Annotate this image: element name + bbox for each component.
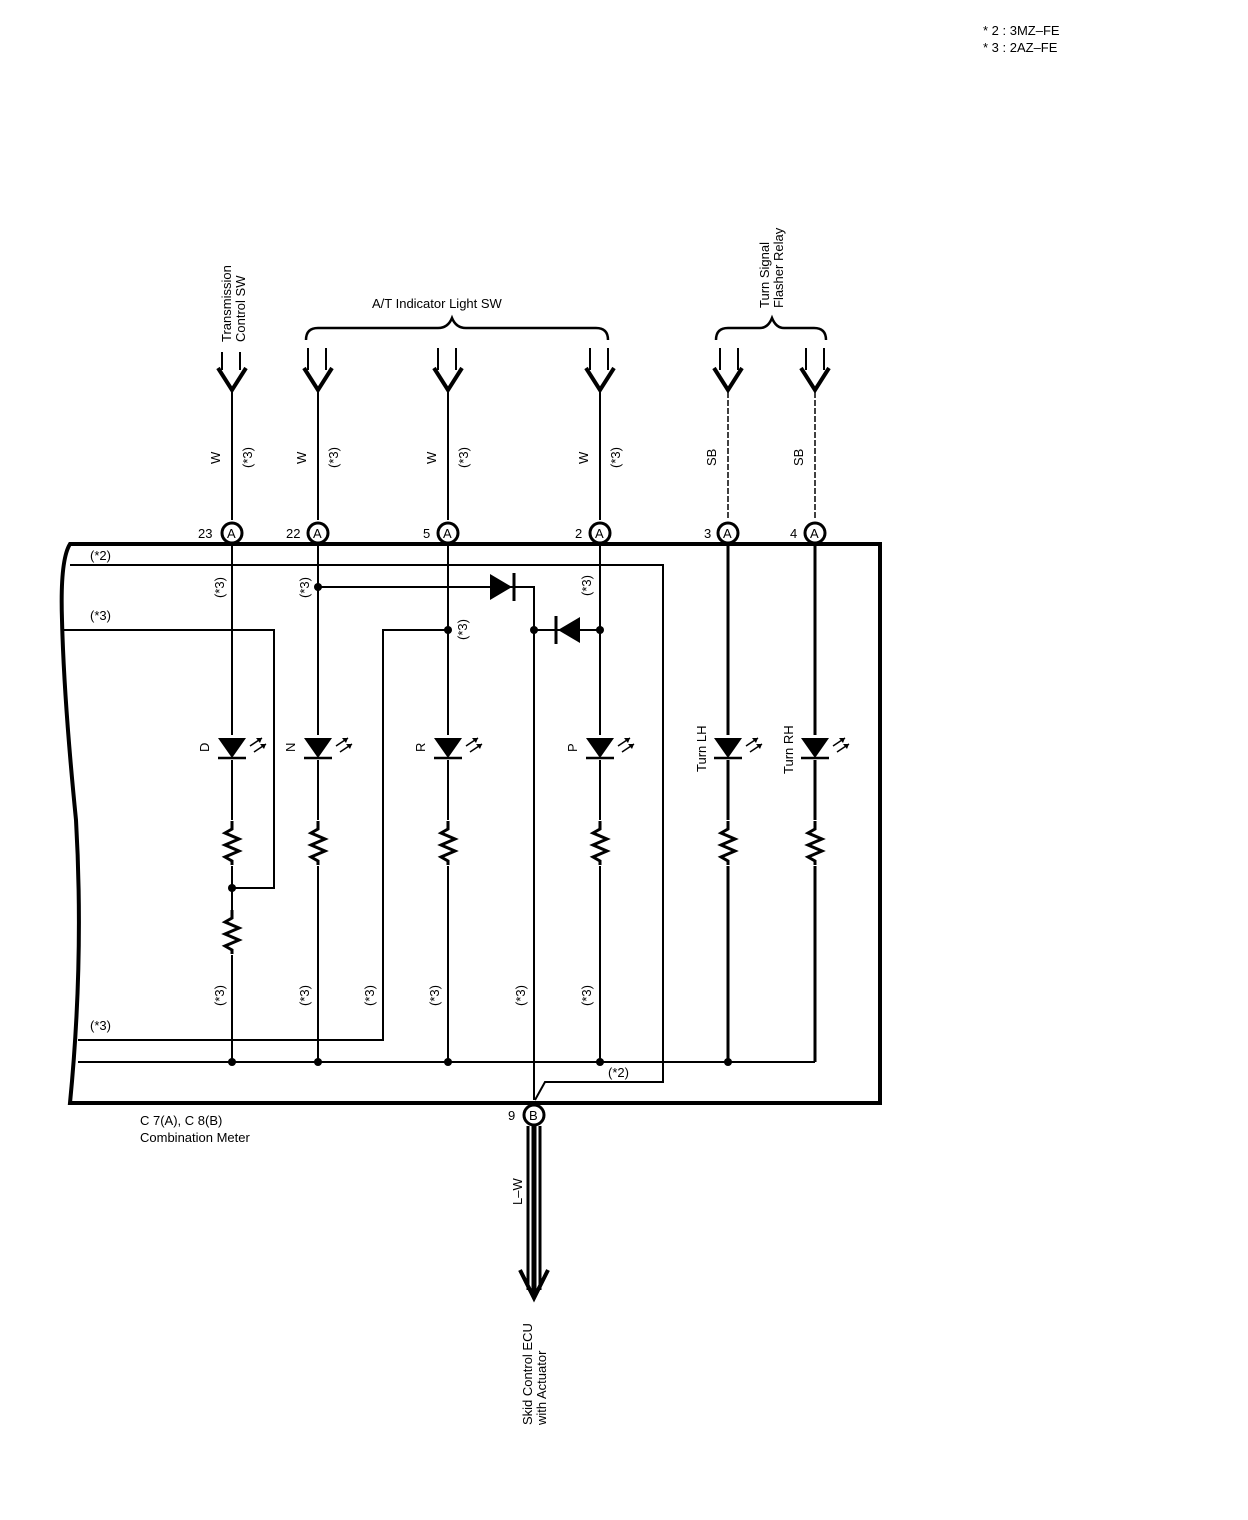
wire-color-3: SB [704,449,719,466]
lamp-label-turn-rh: Turn RH [781,725,796,774]
connector-pin-22: 22 A [286,521,330,545]
led-turn-rh [801,737,850,760]
variant-5: (*3) [456,447,471,468]
connector-pin-5: 5 A [423,521,460,545]
legend-note-3: * 3 : 2AZ–FE [983,40,1058,55]
transmission-sw-label-2: Control SW [233,275,248,342]
wire-color-22: W [294,451,309,464]
connector-pin-b9: 9 B [508,1103,546,1127]
diode-p-to-b [554,616,580,644]
wire-color-5: W [424,451,439,464]
svg-text:A: A [227,526,236,541]
svg-text:23: 23 [198,526,212,541]
svg-text:A: A [810,526,819,541]
arrow-turn-rh [799,348,831,392]
arrow-transmission [216,352,248,392]
variant-22: (*3) [326,447,341,468]
variant-p-bottom: (*3) [579,985,594,1006]
variant-bottom: (*2) [608,1065,629,1080]
variant-d-top: (*3) [212,577,227,598]
ecu-label-1: Skid Control ECU [520,1323,535,1425]
arrow-r [432,348,464,392]
variant-d-bottom: (*3) [212,985,227,1006]
svg-text:22: 22 [286,526,300,541]
lamp-label-d: D [197,743,212,752]
variant-n-bottom: (*3) [297,985,312,1006]
svg-text:A: A [723,526,732,541]
variant-n-top: (*3) [297,577,312,598]
svg-text:5: 5 [423,526,430,541]
wire-color-4: SB [791,449,806,466]
lamp-label-p: P [565,743,580,752]
led-n [304,737,353,760]
variant-lower-bus: (*3) [90,1018,111,1033]
led-r [434,737,483,760]
at-indicator-brace [304,314,610,341]
svg-text:3: 3 [704,526,711,541]
output-wire-lw [518,1126,550,1303]
variant-p-top: (*3) [579,575,594,596]
lamp-label-r: R [413,743,428,752]
svg-text:B: B [529,1108,538,1123]
arrow-n [302,348,334,392]
arrow-turn-lh [712,348,744,392]
legend-note-2: * 2 : 3MZ–FE [983,23,1060,38]
led-p [586,737,635,760]
led-turn-lh [714,737,763,760]
svg-text:9: 9 [508,1108,515,1123]
meter-label-2: Combination Meter [140,1130,250,1145]
variant-lower-bus-vert: (*3) [362,985,377,1006]
connector-pin-4: 4 A [790,521,827,545]
variant-top-bus: (*2) [90,548,111,563]
meter-label-1: C 7(A), C 8(B) [140,1113,222,1128]
variant-2: (*3) [608,447,623,468]
turn-relay-label-2: Flasher Relay [771,227,786,308]
lamp-label-turn-lh: Turn LH [694,726,709,772]
connector-pin-23: 23 A [198,521,244,545]
turn-relay-brace [714,314,828,341]
wire-color-2: W [576,451,591,464]
turn-relay-label-1: Turn Signal [757,242,772,308]
variant-r-top: (*3) [455,619,470,640]
variant-b-bottom: (*3) [513,985,528,1006]
connector-pin-3: 3 A [704,521,740,545]
arrow-p [584,348,616,392]
transmission-sw-label-1: Transmission [219,265,234,342]
diode-n-to-b [490,573,516,601]
combination-meter-box [59,542,882,1105]
variant-23: (*3) [240,447,255,468]
ecu-label-2: with Actuator [534,1350,549,1426]
svg-text:A: A [313,526,322,541]
junction-dots [228,583,732,1066]
led-d [218,737,267,760]
wire-color-lw: L–W [510,1178,525,1205]
variant-r-bottom: (*3) [427,985,442,1006]
connector-pin-2: 2 A [575,521,612,545]
variant-left-loop: (*3) [90,608,111,623]
wire-color-23: W [208,451,223,464]
svg-text:2: 2 [575,526,582,541]
svg-text:A: A [443,526,452,541]
svg-text:A: A [595,526,604,541]
svg-text:4: 4 [790,526,797,541]
lamp-label-n: N [283,743,298,752]
at-indicator-label: A/T Indicator Light SW [372,296,503,311]
